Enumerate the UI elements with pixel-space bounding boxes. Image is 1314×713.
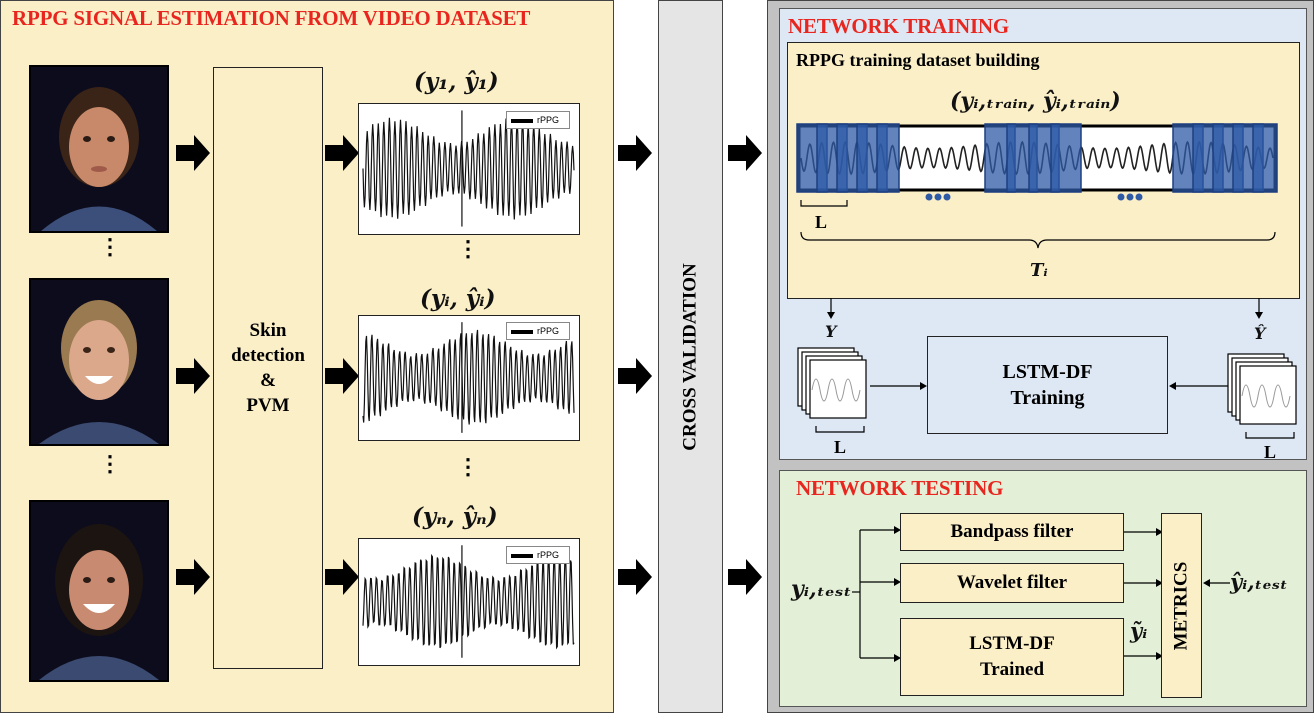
test-input-label: yᵢ,ₜₑₛₜ [791,576,852,602]
dataset-building-title: RPPG training dataset building [796,50,1040,70]
window-label: L [815,212,828,232]
skin-line-4: PVM [246,395,290,416]
length-brace [800,231,1276,249]
stack-right-label: L [1264,442,1277,462]
length-label: Tᵢ [1030,260,1048,281]
signal-ellipsis-1: ⋮ [457,236,479,261]
arrow-icon [176,559,210,595]
signal-label-i: (yᵢ, ŷᵢ) [420,285,496,312]
window-stack-left [797,347,867,419]
lstm-trained-box: LSTM-DF Trained [900,618,1124,696]
input-branches [852,526,901,662]
legend-label: rPPG [537,326,560,336]
arrow-right-icon [1124,528,1163,536]
train-signal-label: (yᵢ,ₜᵣₐᵢₙ, ŷᵢ,ₜᵣₐᵢₙ) [950,88,1121,114]
arrow-left-icon [1169,382,1230,390]
arrow-right-icon [1124,579,1163,587]
bandpass-label: Bandpass filter [950,521,1074,542]
arrow-right-icon [1124,652,1163,660]
skin-line-2: detection [231,345,305,366]
arrow-down-icon [1255,298,1263,319]
skin-line-1: Skin [249,320,287,341]
arrow-icon [325,135,359,171]
arrow-icon [728,135,762,171]
arrow-icon [176,135,210,171]
waveform-line [362,553,575,650]
face-photo-3 [29,500,169,682]
window-stack-right [1227,353,1297,425]
cross-validation-label: CROSS VALIDATION [679,262,701,451]
arrow-icon [728,559,762,595]
arrow-right-icon [870,382,927,390]
network-training-title: NETWORK TRAINING [788,14,1010,38]
lstm-trained-line-1: LSTM-DF [969,633,1055,654]
y-label: Y [825,322,837,341]
signal-label-1: (y₁, ŷ₁) [414,68,499,95]
rppg-waveform [362,545,575,658]
arrow-icon [618,559,652,595]
yhat-label: Ŷ [1254,324,1266,343]
arrow-icon [325,559,359,595]
arrow-icon [618,135,652,171]
window-bracket [800,200,848,207]
training-signal [796,123,1278,201]
arrow-icon [618,358,652,394]
bandpass-filter-box: Bandpass filter [900,513,1124,551]
signal-estimation-title: RPPG SIGNAL ESTIMATION FROM VIDEO DATASE… [12,6,531,30]
wavelet-filter-box: Wavelet filter [900,563,1124,603]
photo-ellipsis-1: ⋮ [99,234,121,259]
lstm-training-line-1: LSTM-DF [1002,361,1093,383]
stack-left-bracket [815,426,865,433]
arrow-icon [325,358,359,394]
rppg-waveform [362,322,575,433]
legend-label: rPPG [537,550,560,560]
lstm-training-line-2: Training [1010,387,1085,409]
rppg-waveform [362,110,575,227]
legend-3: rPPG [506,546,570,564]
arrow-left-icon [1203,579,1230,587]
waveform-line [362,117,575,220]
signal-ellipsis-2: ⋮ [457,454,479,479]
lstm-training-box: LSTM-DF Training [927,336,1168,434]
wavelet-label: Wavelet filter [956,572,1068,593]
test-reference-label: ŷᵢ,ₜₑₛₜ [1230,569,1288,594]
waveform-line [362,329,575,425]
signal-label-n: (yₙ, ŷₙ) [412,503,498,530]
stack-left-label: L [834,437,847,457]
metrics-label: METRICS [1170,561,1192,650]
cross-validation-column: CROSS VALIDATION [658,0,723,713]
face-photo-2 [29,278,169,446]
stack-right-bracket [1245,432,1295,439]
legend-1: rPPG [506,111,570,129]
legend-label: rPPG [537,115,560,125]
skin-detection-box: Skin detection & PVM [213,67,323,669]
lstm-trained-line-2: Trained [979,659,1045,680]
skin-line-3: & [260,370,276,391]
face-photo-1 [29,65,169,233]
legend-2: rPPG [506,322,570,340]
arrow-down-icon [827,298,835,319]
metrics-box: METRICS [1161,513,1202,698]
network-testing-title: NETWORK TESTING [796,476,1004,500]
lstm-output-label: ỹᵢ [1130,618,1148,643]
arrow-icon [176,358,210,394]
photo-ellipsis-2: ⋮ [99,451,121,476]
